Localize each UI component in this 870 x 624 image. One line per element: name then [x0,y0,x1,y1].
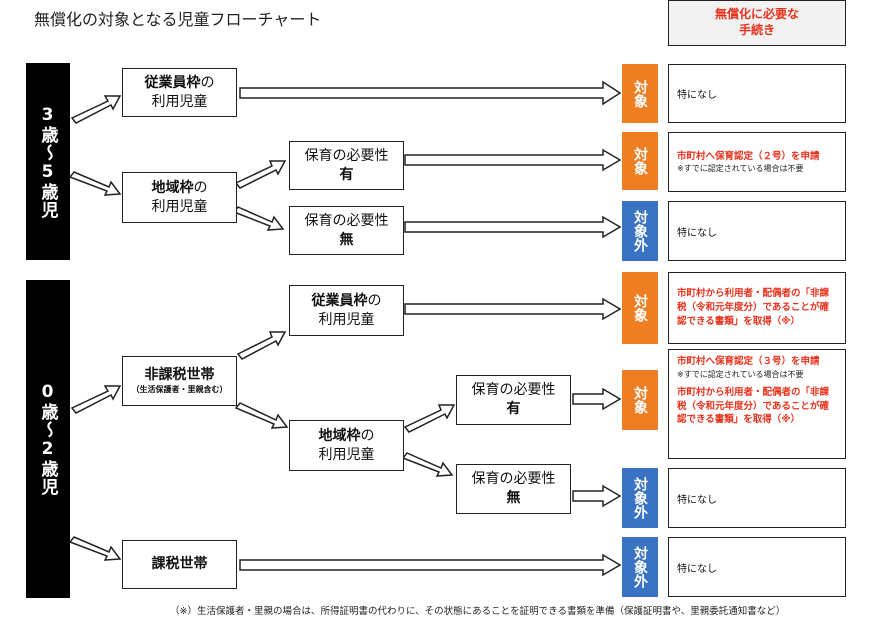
age-bar-0-2: 0歳〜2歳児 [26,280,70,598]
tag-target: 対象 [622,64,658,123]
arrow-employee-b-to-target [404,297,622,321]
node-non-taxable: 非課税世帯 （生活保護者・里親含む） [122,356,237,406]
tag-target: 対象 [622,132,658,190]
procedure-none: 特になし [668,64,846,123]
tag-target: 対象 [622,370,658,430]
procedure-nontax-docs: 市町村から利用者・配偶者の「非課税（令和元年度分）であることが確認できる書類」を… [668,272,846,344]
node-regional-frame-a: 地域枠の 利用児童 [122,172,237,223]
arrow-need-no-a-to-not-target [404,215,622,239]
node-employee-frame-b: 従業員枠の 利用児童 [289,285,404,336]
procedures-header: 無償化に必要な 手続き [668,0,846,46]
arrow-need-no-b-to-not-target [572,484,622,508]
node-need-no-a: 保育の必要性 無 [289,206,404,255]
arrow-regional-a-to-no [232,206,285,231]
arrow-age-a-to-regional [68,171,122,196]
arrow-age-b-to-taxable [68,536,122,561]
arrow-regional-a-to-yes [234,160,287,189]
procedure-none: 特になし [668,537,846,597]
node-label: 従業員枠 [144,74,201,91]
tag-not-target: 対象外 [622,201,658,261]
page-title: 無償化の対象となる児童フローチャート [34,10,322,29]
arrow-regional-b-to-no [401,452,454,477]
arrow-nontax-to-regional [234,402,289,429]
arrow-need-yes-b-to-target [572,387,622,411]
tag-target: 対象 [622,272,658,344]
node-regional-frame-b: 地域枠の 利用児童 [289,420,404,471]
node-label: 地域枠 [151,179,194,196]
procedure-cert2: 市町村へ保育認定（２号）を申請 ※すでに認定されている場合は不要 [668,132,846,192]
procedure-cert3-and-docs: 市町村へ保育認定（３号）を申請 ※すでに認定されている場合は不要 市町村から利用… [668,349,846,459]
node-need-yes-b: 保育の必要性 有 [456,375,571,425]
node-taxable: 課税世帯 [122,540,237,589]
node-need-yes-a: 保育の必要性 有 [289,141,404,190]
node-label: 地域枠 [318,427,361,444]
footnote: （※）生活保護者・里親の場合は、所得証明書の代わりに、その状態にあることを証明で… [170,606,786,617]
tag-not-target: 対象外 [622,468,658,528]
arrow-age-b-to-nontax [70,385,122,414]
arrow-taxable-to-not-target [239,553,622,577]
arrow-age-a-to-employee [70,95,122,124]
node-need-no-b: 保育の必要性 無 [456,464,571,514]
tag-not-target: 対象外 [622,537,658,597]
arrow-regional-b-to-yes [403,404,456,433]
arrow-employee-a-to-target [239,80,622,106]
node-label: 従業員枠 [311,292,368,309]
procedure-none: 特になし [668,468,846,528]
procedures-header-text: 無償化に必要な 手続き [714,7,799,37]
arrow-nontax-to-employee [236,331,287,360]
node-employee-frame-a: 従業員枠の 利用児童 [122,68,237,117]
procedure-none: 特になし [668,201,846,261]
age-bar-3-5: 3歳〜5歳児 [26,63,70,260]
arrow-need-yes-a-to-target [404,148,622,172]
